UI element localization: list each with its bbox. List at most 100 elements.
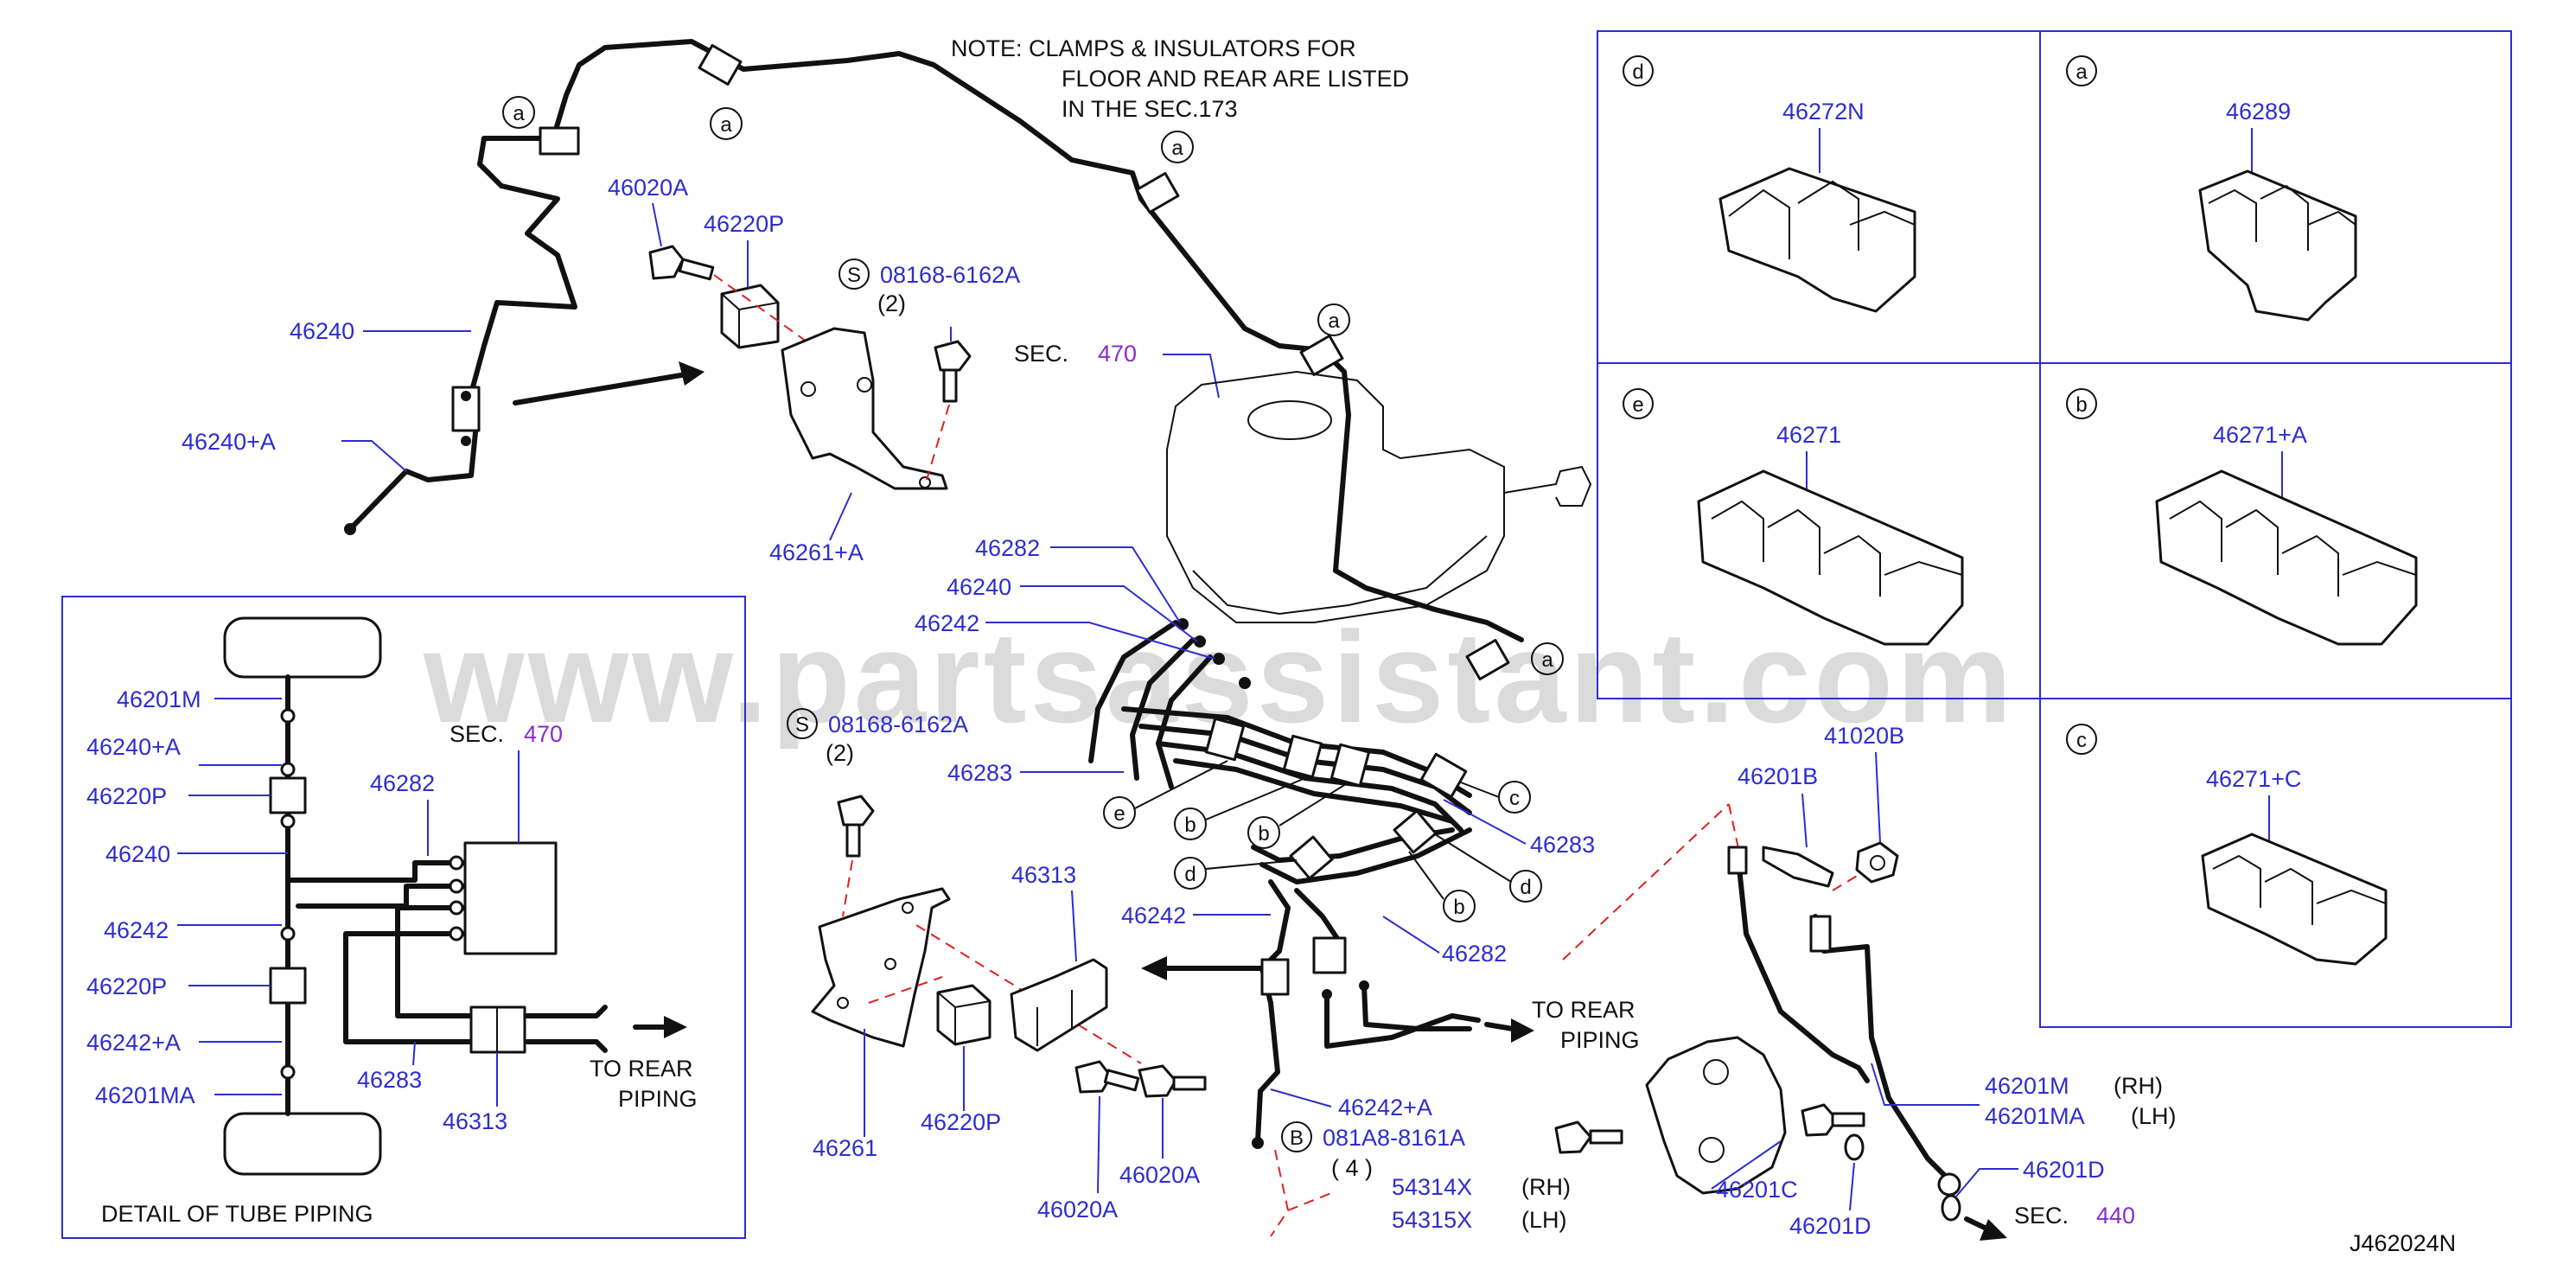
label-46201d-1[interactable]: 46201D — [1789, 1213, 1871, 1239]
bolt-08168-mid[interactable] — [837, 795, 875, 858]
label-46242-lower[interactable]: 46242 — [1121, 903, 1186, 929]
bolt-46020a-lower-1[interactable] — [1074, 1060, 1140, 1094]
label-08168-top[interactable]: 08168-6162A — [880, 262, 1020, 288]
clamp-cell-b[interactable]: b 46271+A — [2066, 388, 2418, 646]
detail-label-46242-a[interactable]: 46242+A — [86, 1030, 181, 1056]
clamp-grid — [1597, 30, 2512, 1028]
bolt-symbol-b: B — [1281, 1121, 1312, 1152]
sec-470-label[interactable]: SEC. — [1014, 341, 1068, 367]
label-46242-mid[interactable]: 46242 — [915, 610, 979, 636]
detail-label-46240[interactable]: 46240 — [105, 841, 170, 867]
bracket-46261-a[interactable] — [781, 327, 948, 490]
label-46020a-lower-1[interactable]: 46020A — [1037, 1197, 1118, 1222]
clamp-46313[interactable] — [1010, 958, 1108, 1052]
detail-label-46220p-1[interactable]: 46220P — [86, 783, 167, 809]
sec-440-label[interactable]: SEC. — [2014, 1203, 2069, 1229]
detail-arrow-head — [664, 1016, 687, 1038]
sec-440-ref[interactable]: 440 — [2096, 1203, 2135, 1229]
detail-label-46283[interactable]: 46283 — [357, 1067, 422, 1093]
clip-46201b[interactable] — [1762, 846, 1834, 888]
label-46201d-2[interactable]: 46201D — [2023, 1157, 2105, 1183]
label-46201b[interactable]: 46201B — [1738, 763, 1818, 789]
label-46271-a[interactable]: 46271+A — [2213, 422, 2307, 448]
label-46283-right[interactable]: 46283 — [1530, 832, 1595, 858]
note-text: NOTE: CLAMPS & INSULATORS FOR FLOOR AND … — [951, 35, 1409, 122]
label-46020a-top[interactable]: 46020A — [608, 175, 688, 201]
sec-470-ref[interactable]: 470 — [1098, 341, 1137, 367]
label-46220p-top[interactable]: 46220P — [704, 211, 784, 237]
callout-e-1: e — [1103, 760, 1228, 829]
callout-b-1: b — [1174, 777, 1306, 840]
detail-label-46201ma[interactable]: 46201MA — [95, 1082, 195, 1108]
bolt-46201c[interactable] — [1801, 1103, 1865, 1137]
label-46261[interactable]: 46261 — [813, 1135, 877, 1161]
callout-b-2: b — [1247, 782, 1349, 849]
svg-text:b: b — [1453, 896, 1464, 919]
label-46240-a[interactable]: 46240+A — [182, 429, 276, 455]
label-54314x[interactable]: 54314X — [1392, 1174, 1472, 1200]
label-081a8[interactable]: 081A8-8161A — [1323, 1125, 1465, 1151]
svg-text:a: a — [1171, 137, 1183, 160]
arrow-head-4 — [1980, 1219, 2007, 1241]
pipe-46240-assembly[interactable] — [344, 39, 1524, 680]
label-08168-mid[interactable]: 08168-6162A — [828, 712, 968, 737]
clamp-cell-a[interactable]: a 46289 — [2066, 55, 2357, 322]
tube-bundle[interactable] — [1088, 618, 1472, 1005]
label-46283-mid[interactable]: 46283 — [947, 760, 1012, 786]
pipe-to-rear[interactable] — [1252, 936, 1481, 1149]
svg-text:a: a — [513, 102, 525, 125]
svg-text:a: a — [1328, 310, 1340, 333]
label-46289[interactable]: 46289 — [2226, 99, 2291, 124]
detail-label-46313[interactable]: 46313 — [443, 1108, 507, 1134]
svg-text:b: b — [1184, 814, 1196, 837]
detail-label-46282[interactable]: 46282 — [370, 770, 435, 796]
washer-46201d-1[interactable] — [1844, 1133, 1865, 1161]
label-46201ma[interactable]: 46201MA — [1985, 1103, 2085, 1129]
label-46242-a-lower[interactable]: 46242+A — [1338, 1095, 1432, 1120]
label-46261-a[interactable]: 46261+A — [769, 539, 864, 565]
label-46271-c[interactable]: 46271+C — [2206, 766, 2301, 792]
bolt-08168-top[interactable] — [934, 340, 972, 403]
label-46201c[interactable]: 46201C — [1716, 1177, 1798, 1203]
detail-label-46242[interactable]: 46242 — [104, 917, 169, 943]
arrow-head-3 — [1511, 1018, 1534, 1043]
clamp-cell-d[interactable]: d 46272N — [1623, 55, 1916, 313]
svg-text:e: e — [1632, 393, 1643, 417]
label-41020b[interactable]: 41020B — [1824, 723, 1904, 749]
caliper-bracket[interactable] — [1645, 1036, 1787, 1195]
nut-41020b[interactable] — [1855, 841, 1899, 884]
label-46282-lower[interactable]: 46282 — [1442, 941, 1507, 967]
callout-b-3: b — [1408, 851, 1476, 922]
bracket-46261[interactable] — [811, 887, 951, 1048]
label-46220p-lower[interactable]: 46220P — [921, 1109, 1001, 1135]
label-46313[interactable]: 46313 — [1011, 862, 1076, 888]
svg-text:B: B — [1290, 1127, 1304, 1150]
label-46020a-lower-2[interactable]: 46020A — [1119, 1162, 1200, 1188]
bolt-left-caliper[interactable] — [1554, 1120, 1623, 1154]
detail-sec-ref[interactable]: 470 — [524, 721, 563, 747]
label-54315x[interactable]: 54315X — [1392, 1207, 1472, 1233]
detail-label-46220p-2[interactable]: 46220P — [86, 973, 167, 999]
label-46201m[interactable]: 46201M — [1985, 1073, 2069, 1099]
insulator-46220p-lower[interactable] — [936, 984, 992, 1046]
label-46272n[interactable]: 46272N — [1782, 99, 1865, 124]
insulator-46220p-top[interactable] — [720, 284, 780, 349]
svg-text:d: d — [1632, 61, 1643, 84]
label-46282-top[interactable]: 46282 — [975, 535, 1040, 561]
note-line-2: FLOOR AND REAR ARE LISTED — [1062, 66, 1409, 92]
qty-2-top: (2) — [877, 290, 906, 316]
washer-46201d-2[interactable] — [1941, 1194, 1961, 1222]
clamp-cell-c[interactable]: c 46271+C — [2066, 724, 2388, 966]
label-46240-mid[interactable]: 46240 — [947, 574, 1011, 600]
label-46271[interactable]: 46271 — [1776, 422, 1841, 448]
bolt-46020a-lower-2[interactable] — [1138, 1064, 1207, 1098]
clamp-cell-e[interactable]: e 46271 — [1623, 388, 1964, 646]
detail-sec-label[interactable]: SEC. — [450, 721, 504, 747]
hose-46201m[interactable] — [1727, 846, 1961, 1197]
label-46240[interactable]: 46240 — [290, 318, 354, 344]
bolt-46020a-top[interactable] — [648, 245, 715, 281]
detail-label-46240-a[interactable]: 46240+A — [86, 734, 181, 760]
detail-label-46201m[interactable]: 46201M — [117, 686, 201, 712]
svg-text:c: c — [2076, 729, 2087, 752]
diagram-id: J462024N — [2350, 1230, 2456, 1256]
